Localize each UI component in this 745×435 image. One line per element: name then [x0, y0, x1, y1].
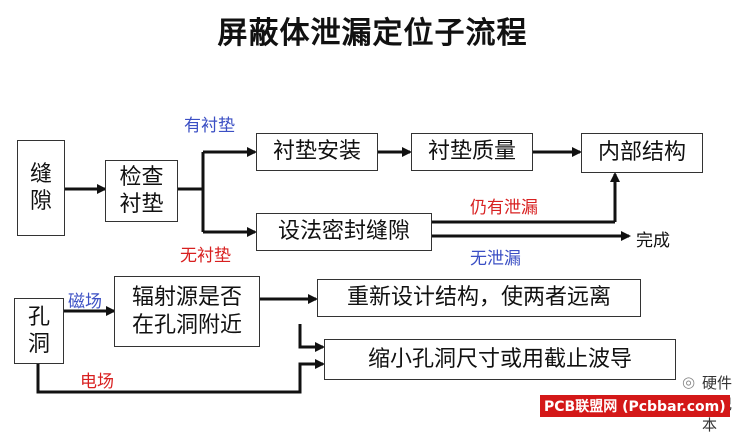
gasket-install-box: 衬垫安装 — [256, 133, 378, 171]
seal-seam-box: 设法密封缝隙 — [256, 213, 432, 251]
magnetic-label: 磁场 — [68, 292, 102, 312]
check-gasket-box: 检查 衬垫 — [105, 160, 178, 222]
seam-box: 缝 隙 — [17, 140, 65, 236]
arrow-radiation-to-shrink — [298, 324, 325, 352]
has-gasket-label: 有衬垫 — [184, 116, 235, 136]
hole-box: 孔 洞 — [14, 298, 64, 364]
diagram-title: 屏蔽体泄漏定位子流程 — [217, 16, 528, 51]
no-gasket-label: 无衬垫 — [180, 246, 231, 266]
connector-lines — [36, 147, 631, 394]
still-leak-label: 仍有泄漏 — [470, 198, 538, 218]
done-label: 完成 — [636, 231, 670, 251]
redesign-box: 重新设计结构，使两者远离 — [317, 279, 641, 317]
watermark-site: PCB联盟网 (Pcbbar.com) — [540, 395, 730, 417]
no-leak-label: 无泄漏 — [470, 249, 521, 269]
gasket-quality-box: 衬垫质量 — [411, 133, 533, 171]
electric-label: 电场 — [80, 372, 114, 392]
radiation-near-hole-box: 辐射源是否 在孔洞附近 — [114, 276, 260, 347]
internal-structure-box: 内部结构 — [581, 133, 703, 173]
arrow-electric-to-shrink — [36, 359, 325, 394]
wechat-icon: ◎ — [682, 373, 696, 391]
shrink-hole-box: 缩小孔洞尺寸或用截止波导 — [324, 339, 676, 380]
